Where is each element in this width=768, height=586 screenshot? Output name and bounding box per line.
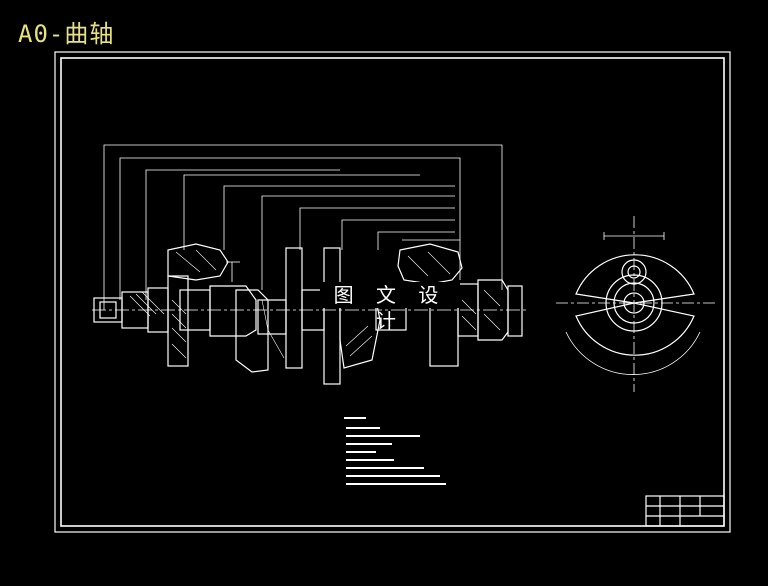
drawing-title: A0-曲轴 bbox=[18, 20, 115, 48]
crankshaft-side-view bbox=[556, 216, 716, 392]
dimension-lines bbox=[103, 144, 503, 310]
watermark-label: 图 文 设 计 bbox=[320, 282, 460, 333]
crankshaft-front-view bbox=[93, 243, 523, 385]
section-hatching bbox=[129, 249, 501, 359]
inner-border bbox=[60, 57, 725, 527]
title-block bbox=[645, 495, 725, 527]
outer-border bbox=[54, 51, 731, 533]
technical-notes bbox=[344, 417, 446, 485]
